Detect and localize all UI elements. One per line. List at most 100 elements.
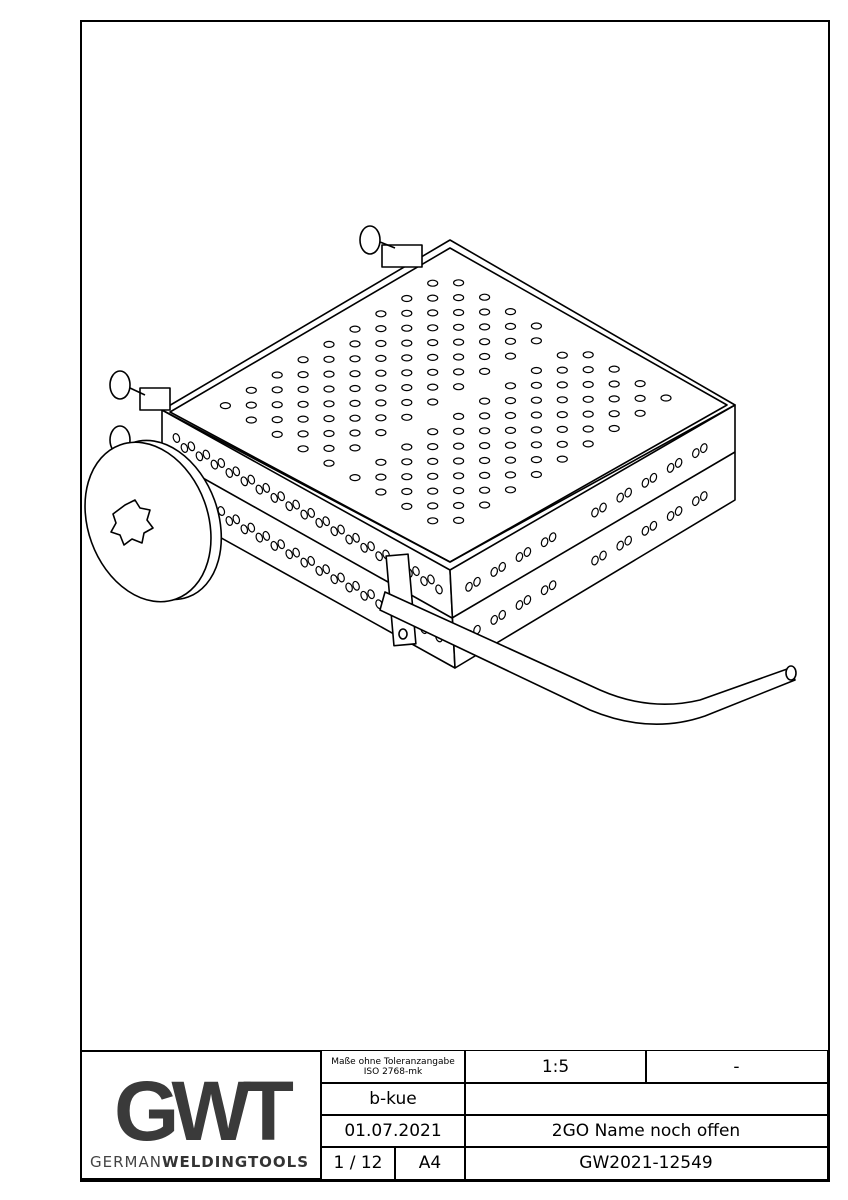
hole [232, 466, 241, 477]
hole [285, 549, 294, 560]
hole [599, 502, 607, 513]
hole [401, 309, 413, 317]
hole [453, 383, 465, 391]
logo-wordmark-light: GERMAN [90, 1153, 162, 1171]
hole [479, 442, 491, 450]
hole [337, 524, 345, 535]
hole [375, 414, 387, 422]
hole [641, 525, 650, 536]
hole [479, 397, 491, 405]
hole [292, 499, 301, 510]
hole [465, 581, 473, 592]
hole [616, 540, 625, 551]
hole [255, 532, 264, 543]
hole [349, 474, 361, 482]
hole [427, 502, 439, 510]
hole [323, 385, 335, 393]
hole [427, 294, 439, 302]
hole [297, 415, 309, 423]
hole [323, 444, 335, 452]
date-cell: 01.07.2021 [320, 1114, 466, 1148]
hole [634, 409, 646, 417]
hole [300, 509, 309, 520]
hole [556, 396, 568, 404]
hole [582, 410, 594, 418]
hole [401, 294, 413, 303]
hole [337, 572, 345, 583]
hole [453, 412, 465, 420]
hole [277, 491, 286, 502]
hole [401, 502, 413, 510]
hole [649, 472, 658, 483]
hole [427, 279, 439, 287]
hole [297, 371, 309, 379]
hole [360, 590, 368, 601]
hole [427, 517, 439, 525]
hole [271, 430, 283, 438]
hole [247, 522, 256, 533]
hole [634, 380, 646, 388]
hole [401, 443, 413, 451]
hole [375, 354, 387, 362]
plate-seam [451, 451, 736, 619]
hole [427, 428, 439, 436]
hole [345, 582, 353, 593]
hole [453, 368, 465, 376]
hole [530, 396, 543, 404]
star-knob [110, 499, 154, 546]
hole [330, 526, 339, 537]
top-plate-edge [169, 247, 728, 563]
hole [202, 449, 211, 460]
hole [556, 381, 568, 389]
hole [530, 470, 543, 479]
hole [427, 309, 439, 317]
hole [504, 382, 517, 390]
hole [247, 474, 256, 485]
tolerance-standard: ISO 2768-mk [363, 1067, 423, 1077]
hole [262, 482, 271, 493]
hole [616, 492, 625, 503]
hole [427, 574, 435, 585]
hole [297, 445, 309, 453]
hole [479, 486, 491, 494]
hole [582, 351, 594, 359]
hole [315, 517, 324, 528]
hole [349, 325, 361, 333]
logo-wordmark: GERMANWELDINGTOOLS [90, 1153, 309, 1171]
isometric-view-welding-table-cart [84, 225, 797, 725]
hole [349, 370, 361, 378]
hole [401, 354, 413, 362]
hole [699, 443, 708, 454]
hole [180, 443, 189, 453]
hole [367, 541, 375, 552]
hole [479, 293, 491, 301]
hole [504, 397, 517, 405]
hole [435, 584, 443, 595]
hole [624, 535, 633, 546]
hole [297, 385, 309, 393]
hole [582, 380, 594, 389]
hole [530, 366, 543, 375]
hole [504, 471, 517, 479]
hole [556, 351, 568, 359]
hole [591, 555, 599, 566]
hole [307, 555, 316, 566]
hole [401, 384, 413, 392]
hole [479, 456, 491, 465]
hole [401, 324, 413, 332]
hole [504, 352, 517, 360]
hole [691, 448, 700, 459]
hole [453, 457, 465, 465]
hole [523, 595, 532, 605]
hole [323, 340, 335, 348]
paper-format-cell: A4 [394, 1146, 466, 1180]
hole [195, 451, 204, 462]
hole [548, 580, 557, 591]
hole [453, 501, 465, 510]
hole [608, 410, 620, 418]
hole [271, 386, 283, 394]
hole [375, 369, 387, 377]
gwt-logo-mark: GWT [114, 1064, 302, 1158]
hole [556, 425, 568, 433]
hole [271, 416, 283, 424]
